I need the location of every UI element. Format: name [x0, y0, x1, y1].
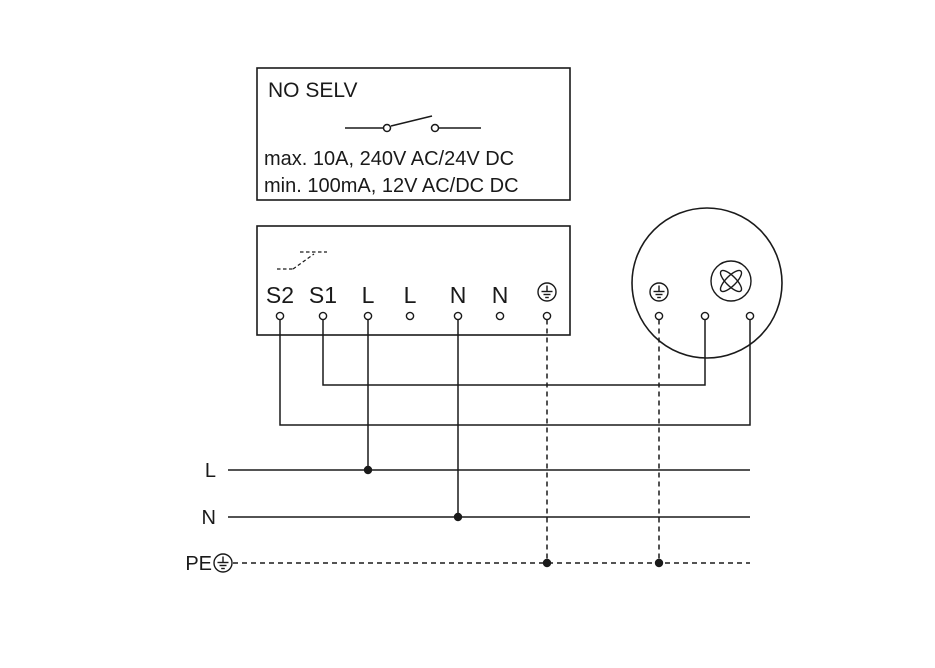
junction-dots — [363, 465, 664, 568]
wire-s2-to-sensor — [279, 319, 751, 426]
terminal-label-s2: S2 — [266, 282, 294, 308]
terminal-circle-l2 — [405, 311, 415, 321]
junction-dot-n — [453, 512, 463, 522]
spec-line-max: max. 10A, 240V AC/24V DC — [264, 148, 514, 170]
sensor-device-outline — [631, 207, 783, 359]
junction-dot-pe-box — [542, 558, 552, 568]
supply-lines — [228, 469, 750, 564]
switch-contact-left — [382, 123, 392, 133]
switch-contact-right — [430, 123, 440, 133]
junction-dot-pe-sensor — [654, 558, 664, 568]
sensor-terminal-circles — [654, 311, 755, 321]
terminal-label-n2: N — [492, 282, 509, 308]
sensor-terminal-s1 — [700, 311, 710, 321]
terminal-circle-n1 — [453, 311, 463, 321]
terminal-circle-earth — [542, 311, 552, 321]
junction-dot-l — [363, 465, 373, 475]
relay-contact-icon — [277, 251, 327, 270]
switch-symbol-icon — [345, 115, 481, 133]
spec-line-min: min. 100mA, 12V AC/DC DC — [264, 175, 519, 197]
earth-ground-icon — [213, 553, 233, 573]
terminal-box — [256, 225, 571, 336]
sensor-terminal-s2 — [745, 311, 755, 321]
terminal-circle-n2 — [495, 311, 505, 321]
earth-ground-icon — [537, 282, 557, 302]
terminal-label-l2: L — [404, 282, 417, 308]
terminal-circle-s2 — [275, 311, 285, 321]
terminal-label-n1: N — [450, 282, 467, 308]
switch-lever — [390, 115, 433, 127]
terminal-labels: S2 S1 L L N N — [266, 282, 508, 308]
earth-ground-icon — [649, 282, 669, 302]
sensor-lens-icon — [710, 260, 752, 302]
terminal-circles — [275, 311, 552, 321]
sensor-terminal-earth — [654, 311, 664, 321]
spec-box-title: NO SELV — [268, 79, 357, 102]
terminal-circle-l1 — [363, 311, 373, 321]
supply-label-n: N — [202, 507, 216, 529]
spec-box — [256, 67, 571, 201]
terminal-circle-s1 — [318, 311, 328, 321]
wires — [279, 319, 751, 563]
supply-label-l: L — [205, 460, 216, 482]
terminal-label-s1: S1 — [309, 282, 337, 308]
terminal-label-l1: L — [362, 282, 375, 308]
supply-label-pe: PE — [185, 553, 212, 575]
wire-s1-to-sensor — [322, 319, 706, 386]
